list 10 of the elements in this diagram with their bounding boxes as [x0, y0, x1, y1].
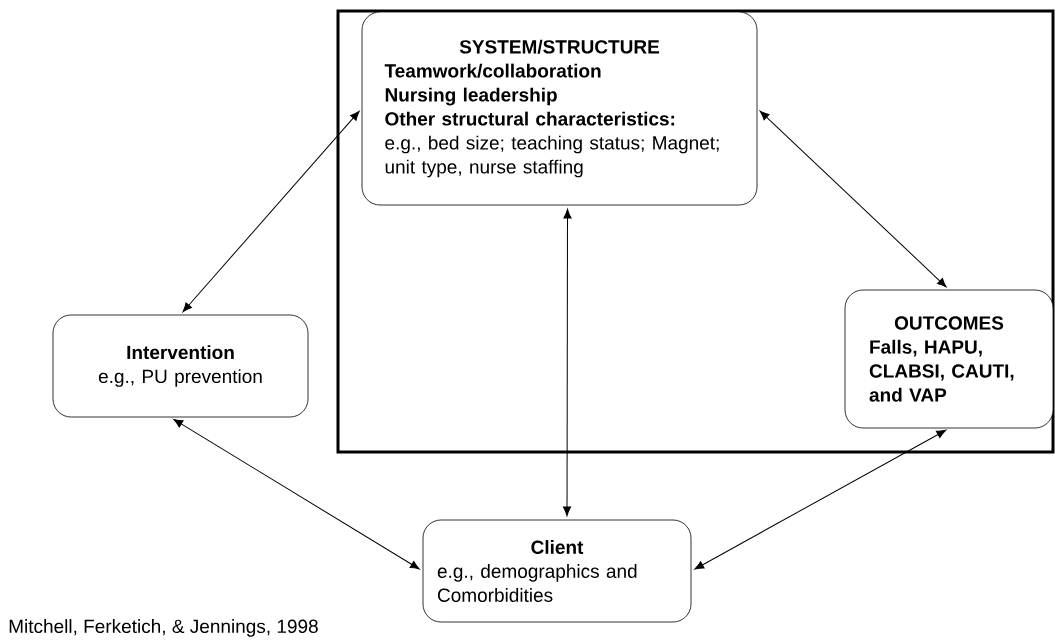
process-box: SYSTEM/STRUCTURE Teamwork/collaboration Nursing leadership Other structural characteristics: e.g., bed size; teaching status; Magnet; unit type, nurse staffing [361, 11, 758, 206]
process-box: OUTCOMES Falls, HAPU, CLABSI, CAUTI, and VAP [844, 289, 1054, 429]
citation: Mitchell, Ferketich, & Jennings, 1998 [9, 619, 318, 637]
process-box: Intervention e.g., PU prevention [52, 314, 309, 418]
arrow [182, 110, 360, 313]
arrow [173, 418, 420, 570]
process-box: Client e.g., demographics and Comorbidities [422, 519, 692, 623]
arrow [562, 208, 572, 517]
arrow [694, 429, 947, 570]
arrow [759, 110, 947, 288]
